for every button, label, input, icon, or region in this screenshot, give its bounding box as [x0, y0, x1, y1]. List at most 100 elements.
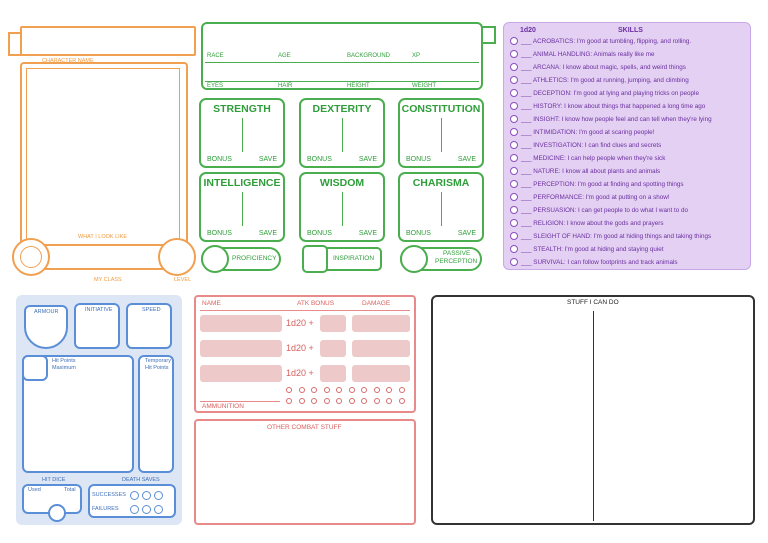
ammunition-circle[interactable] — [311, 387, 317, 393]
skill-label: ___ PERFORMANCE: I'm good at putting on … — [521, 194, 670, 201]
skill-label: ___ HISTORY: I know about things that ha… — [521, 103, 706, 110]
ammunition-circle[interactable] — [298, 398, 305, 404]
stat-constitution[interactable]: CONSTITUTION BONUS SAVE — [398, 98, 484, 168]
death-save-circle[interactable] — [154, 505, 163, 514]
skill-row[interactable]: ___ PERCEPTION: I'm good at finding and … — [510, 179, 684, 191]
ammunition-circle[interactable] — [348, 387, 355, 393]
ammunition-circle[interactable] — [361, 387, 367, 393]
initiative-box[interactable] — [74, 303, 120, 349]
stat-intelligence[interactable]: INTELLIGENCE BONUS SAVE — [199, 172, 285, 242]
passive-label-2: PERCEPTION — [435, 258, 478, 265]
skill-label: ___ ANIMAL HANDLING: Animals really like… — [521, 51, 655, 58]
class-label: MY CLASS — [94, 277, 122, 283]
stat-wisdom[interactable]: WISDOM BONUS SAVE — [299, 172, 385, 242]
stat-divider — [441, 192, 442, 226]
skill-row[interactable]: ___ INVESTIGATION: I can find clues and … — [510, 140, 661, 152]
skill-row[interactable]: ___ RELIGION: I know about the gods and … — [510, 218, 663, 230]
skill-proficiency-circle[interactable] — [510, 245, 518, 254]
death-save-circle[interactable] — [130, 491, 139, 500]
ammunition-circle[interactable] — [398, 398, 405, 404]
skill-row[interactable]: ___ NATURE: I know all about plants and … — [510, 166, 660, 178]
look-label: WHAT I LOOK LIKE — [78, 234, 128, 240]
ammunition-circle[interactable] — [298, 387, 305, 393]
attack-name-field[interactable] — [200, 315, 282, 332]
ammunition-circle[interactable] — [386, 398, 392, 404]
stat-divider — [342, 118, 343, 152]
death-save-circle[interactable] — [142, 505, 151, 514]
skill-row[interactable]: ___ ANIMAL HANDLING: Animals really like… — [510, 49, 654, 61]
ammunition-circle[interactable] — [286, 387, 292, 393]
class-field[interactable] — [38, 244, 170, 270]
ammunition-circle[interactable] — [336, 398, 342, 404]
skill-proficiency-circle[interactable] — [510, 63, 518, 72]
skill-row[interactable]: ___ MEDICINE: I can help people when the… — [510, 153, 665, 165]
skill-proficiency-circle[interactable] — [510, 167, 518, 176]
skill-proficiency-circle[interactable] — [510, 141, 518, 150]
skill-row[interactable]: ___ INTIMIDATION: I'm good at scaring pe… — [510, 127, 654, 139]
skill-proficiency-circle[interactable] — [510, 206, 518, 215]
attack-damage-field[interactable] — [352, 365, 410, 382]
skill-row[interactable]: ___ INSIGHT: I know how people feel and … — [510, 114, 712, 126]
attack-bonus-field[interactable] — [320, 365, 346, 382]
death-save-circle[interactable] — [130, 505, 139, 514]
ammunition-circle[interactable] — [373, 387, 380, 393]
ammunition-circle[interactable] — [361, 398, 367, 404]
hp-max-box[interactable] — [22, 355, 48, 381]
skill-row[interactable]: ___ PERSUASION: I can get people to do w… — [510, 205, 688, 217]
ammunition-circle[interactable] — [323, 387, 330, 393]
skill-row[interactable]: ___ STEALTH: I'm good at hiding and stay… — [510, 244, 664, 256]
attack-bonus-field[interactable] — [320, 315, 346, 332]
skill-row[interactable]: ___ HISTORY: I know about things that ha… — [510, 101, 705, 113]
character-name-banner[interactable] — [20, 26, 196, 56]
attack-name-field[interactable] — [200, 340, 282, 357]
bonus-label: BONUS — [307, 156, 332, 163]
ammunition-circle[interactable] — [336, 387, 342, 393]
attack-bonus-field[interactable] — [320, 340, 346, 357]
skill-row[interactable]: ___ ATHLETICS: I'm good at running, jump… — [510, 75, 689, 87]
skill-proficiency-circle[interactable] — [510, 37, 518, 46]
ammunition-circle[interactable] — [286, 398, 292, 404]
skill-proficiency-circle[interactable] — [510, 50, 518, 59]
death-save-circle[interactable] — [142, 491, 151, 500]
skill-row[interactable]: ___ PERFORMANCE: I'm good at putting on … — [510, 192, 670, 204]
stat-name: INTELLIGENCE — [203, 177, 281, 189]
skill-proficiency-circle[interactable] — [510, 154, 518, 163]
skill-proficiency-circle[interactable] — [510, 219, 518, 228]
skill-label: ___ ATHLETICS: I'm good at running, jump… — [521, 77, 689, 84]
ammunition-circle[interactable] — [311, 398, 317, 404]
skill-proficiency-circle[interactable] — [510, 232, 518, 241]
skill-row[interactable]: ___ SLEIGHT OF HAND: I'm good at hiding … — [510, 231, 711, 243]
ammunition-circle[interactable] — [386, 387, 392, 393]
death-save-circle[interactable] — [154, 491, 163, 500]
stuff-box[interactable]: STUFF I CAN DO — [431, 295, 755, 525]
skill-proficiency-circle[interactable] — [510, 193, 518, 202]
skill-row[interactable]: ___ SURVIVAL: I can follow footprints an… — [510, 257, 678, 269]
skill-proficiency-circle[interactable] — [510, 180, 518, 189]
armour-shield[interactable] — [24, 305, 68, 349]
level-medallion[interactable] — [158, 238, 196, 276]
temp-hp-box[interactable] — [138, 355, 174, 473]
skill-proficiency-circle[interactable] — [510, 258, 518, 267]
skill-proficiency-circle[interactable] — [510, 76, 518, 85]
attack-damage-field[interactable] — [352, 340, 410, 357]
speed-box[interactable] — [126, 303, 172, 349]
skill-row[interactable]: ___ ACROBATICS: I'm good at tumbling, fl… — [510, 36, 691, 48]
ammunition-circle[interactable] — [348, 398, 355, 404]
attack-damage-field[interactable] — [352, 315, 410, 332]
ammunition-circle[interactable] — [323, 398, 330, 404]
stat-strength[interactable]: STRENGTH BONUS SAVE — [199, 98, 285, 168]
ammunition-circle[interactable] — [398, 387, 405, 393]
attack-name-field[interactable] — [200, 365, 282, 382]
character-panel: CHARACTER NAME WHAT I LOOK LIKE MY CLASS… — [8, 22, 196, 283]
skill-proficiency-circle[interactable] — [510, 89, 518, 98]
stat-charisma[interactable]: CHARISMA BONUS SAVE — [398, 172, 484, 242]
skill-proficiency-circle[interactable] — [510, 128, 518, 137]
portrait-inner — [26, 68, 180, 252]
skill-row[interactable]: ___ DECEPTION: I'm good at lying and pla… — [510, 88, 699, 100]
ammunition-circle[interactable] — [373, 398, 380, 404]
skill-row[interactable]: ___ ARCANA: I know about magic, spells, … — [510, 62, 686, 74]
other-combat-box[interactable]: OTHER COMBAT STUFF — [194, 419, 416, 525]
skill-proficiency-circle[interactable] — [510, 102, 518, 111]
stat-dexterity[interactable]: DEXTERITY BONUS SAVE — [299, 98, 385, 168]
skill-proficiency-circle[interactable] — [510, 115, 518, 124]
